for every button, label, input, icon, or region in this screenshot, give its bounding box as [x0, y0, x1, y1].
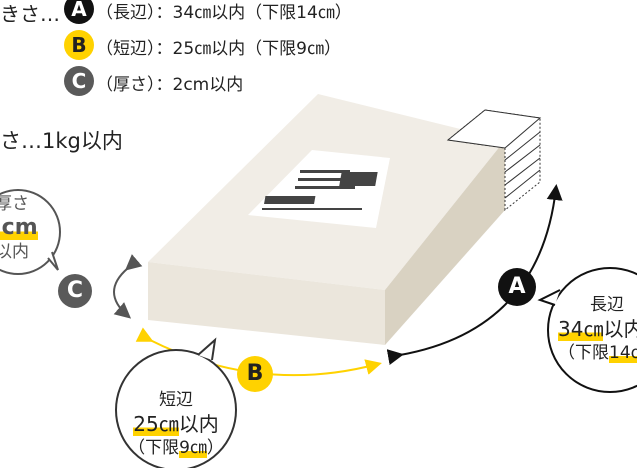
- badge-a-diagram: A: [498, 268, 536, 306]
- bubble-a: 長辺 34㎝以内 （下限14㎝）: [558, 293, 637, 365]
- size-heading: きさ…: [0, 2, 60, 26]
- spec-a: （長辺）：34㎝以内（下限14㎝）: [96, 3, 352, 23]
- badge-a: A: [64, 0, 94, 24]
- spec-b: （短辺）：25㎝以内（下限9㎝）: [96, 39, 341, 59]
- bubble-b: 短辺 25㎝以内 （下限9㎝）: [128, 390, 224, 458]
- spec-c: （厚さ）：2cm以内: [96, 75, 244, 95]
- badge-c: C: [64, 66, 94, 96]
- badge-b-diagram: B: [237, 356, 273, 392]
- badge-b: B: [64, 30, 94, 60]
- arrow-c: [113, 254, 143, 319]
- box-front: [148, 262, 385, 345]
- weight-spec: さ…1kg以内: [0, 129, 123, 153]
- bubble-c: 厚さ 2cm 以内: [0, 192, 62, 264]
- badge-c-diagram: C: [58, 274, 92, 308]
